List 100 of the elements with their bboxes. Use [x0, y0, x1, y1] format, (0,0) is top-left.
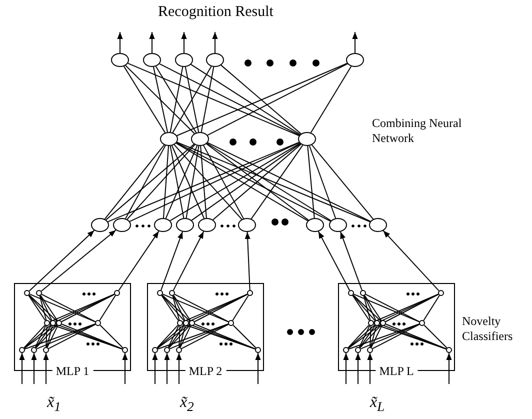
neuron-circle: [438, 290, 444, 296]
connection-line: [28, 294, 52, 322]
neuron-circle: [176, 218, 194, 232]
connection-line: [171, 145, 205, 219]
signal-arrow: [367, 352, 373, 384]
connection-line: [169, 324, 229, 350]
connection-line: [127, 62, 300, 136]
connection-line: [348, 324, 370, 348]
connection-line: [365, 294, 420, 322]
connection-line: [99, 295, 116, 321]
connection-line: [162, 294, 190, 322]
neuron-circle: [44, 320, 50, 326]
arrow: [318, 230, 350, 291]
connection-line: [24, 324, 52, 349]
signal-arrow: [343, 352, 349, 384]
connection-line: [370, 325, 377, 348]
neuron-circle: [246, 290, 253, 296]
signal-arrow: [355, 352, 361, 384]
connection-line: [311, 144, 374, 220]
connection-line: [363, 295, 371, 321]
connection-line: [156, 324, 178, 348]
input-vector-label: x̃$_{1}$: [47, 393, 61, 416]
connection-line: [232, 324, 256, 348]
section-label: Novelty Classifiers: [462, 314, 514, 344]
signal-arrow: [19, 352, 25, 384]
connection-line: [170, 145, 184, 219]
section-label: Combining Neural Network: [372, 116, 463, 146]
neuron-circle: [156, 290, 163, 296]
connection-line: [207, 63, 348, 136]
neuron-circle: [369, 218, 387, 232]
input-vector-label: x̃$_{L}$: [370, 393, 385, 416]
connection-line: [184, 66, 200, 133]
connection-line: [176, 142, 371, 222]
neuron-circle: [360, 290, 366, 296]
connection-line: [180, 325, 192, 348]
connection-line: [348, 324, 420, 350]
neuron-circle: [191, 132, 209, 146]
neuron-circle: [164, 346, 170, 353]
arrow: [118, 230, 160, 292]
connection-line: [423, 295, 440, 321]
connection-line: [206, 142, 332, 222]
connection-line: [186, 145, 200, 219]
connection-line: [353, 294, 420, 322]
signal-arrow: [446, 352, 452, 384]
neuron-circle: [176, 320, 183, 326]
neuron-circle: [175, 53, 193, 67]
signal-arrow: [176, 352, 182, 384]
neuron-circle: [348, 290, 354, 296]
connection-line: [364, 295, 376, 321]
neuron-circle: [346, 53, 364, 67]
connection-line: [200, 66, 214, 133]
neuron-circle: [198, 218, 216, 232]
neuron-circle: [168, 290, 175, 296]
neuron-circle: [111, 53, 129, 67]
neuron-circle: [368, 320, 374, 326]
neuron-circle: [154, 218, 172, 232]
connection-line: [24, 324, 46, 348]
connection-line: [125, 65, 195, 134]
connection-line: [310, 66, 352, 134]
connection-line: [36, 324, 96, 350]
connection-line: [232, 295, 249, 321]
arrow: [28, 230, 95, 292]
arrow: [160, 231, 184, 291]
neuron-circle: [446, 346, 452, 353]
connection-line: [155, 66, 197, 134]
connection-line: [352, 294, 382, 322]
connection-line: [173, 295, 191, 321]
connection-line: [360, 324, 420, 350]
connection-line: [364, 295, 382, 321]
neuron-circle: [298, 132, 316, 146]
neuron-circle: [329, 218, 347, 232]
connection-line: [358, 325, 370, 348]
connection-line: [360, 324, 382, 348]
signal-arrow: [152, 352, 158, 384]
connection-line: [162, 294, 229, 322]
connection-line: [46, 325, 58, 348]
signal-arrow: [31, 352, 37, 384]
connection-line: [168, 325, 180, 348]
connection-line: [179, 325, 186, 348]
connection-line: [307, 145, 315, 219]
connection-line: [170, 66, 184, 133]
connection-line: [28, 294, 58, 322]
connection-line: [28, 295, 46, 321]
connection-line: [35, 324, 52, 348]
neuron-circle: [342, 346, 349, 353]
connection-line: [174, 144, 242, 220]
signal-arrow: [352, 32, 358, 54]
neuron-circle: [254, 346, 261, 353]
arrow: [382, 230, 440, 292]
connection-line: [123, 66, 166, 134]
connection-line: [48, 324, 96, 350]
connection-line: [191, 143, 301, 221]
connection-line: [126, 144, 196, 220]
signal-arrow: [181, 32, 187, 54]
connection-line: [176, 142, 331, 222]
arrow: [244, 232, 250, 290]
connection-line: [24, 324, 96, 350]
connection-line: [178, 326, 180, 348]
neuron-circle: [24, 290, 30, 296]
connection-line: [106, 144, 194, 220]
